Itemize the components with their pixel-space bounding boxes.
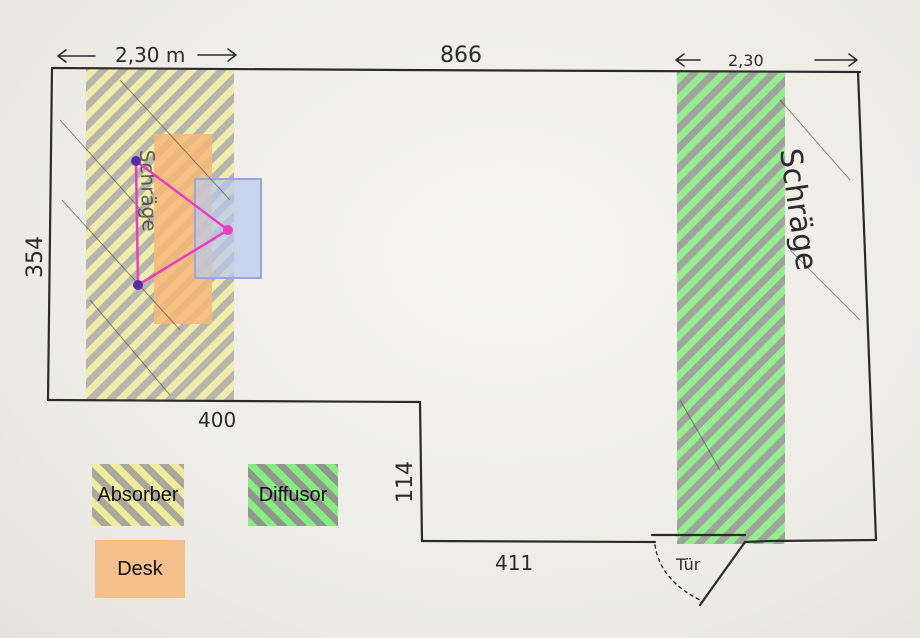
legend-diffusor-label: Diffusor (258, 483, 328, 506)
dim-top-right-width: 2,30 (728, 51, 764, 70)
legend-desk: Desk (95, 540, 185, 598)
dim-top-left-width: 2,30 m (115, 43, 185, 67)
dim-bottom-right: 411 (495, 551, 533, 575)
listener-dot (223, 225, 233, 235)
slope-hatching (59, 79, 861, 471)
dim-bottom-left: 400 (198, 408, 236, 432)
label-door: Tür (675, 555, 701, 574)
legend-desk-label: Desk (117, 557, 163, 580)
dim-left-height: 354 (23, 236, 48, 278)
dim-step-height: 114 (393, 461, 418, 503)
speaker-right-dot (133, 280, 143, 290)
dimension-arrows (57, 48, 858, 67)
speaker-left-dot (131, 156, 141, 166)
door-swing (650, 533, 747, 607)
legend-absorber-label: Absorber (97, 483, 179, 506)
legend-diffusor: Diffusor (248, 464, 338, 526)
dim-top-total: 866 (440, 43, 482, 68)
room-outline (46, 66, 878, 544)
diffusor-zone (677, 72, 785, 544)
legend-absorber: Absorber (92, 464, 184, 526)
listening-triangle (131, 156, 233, 290)
